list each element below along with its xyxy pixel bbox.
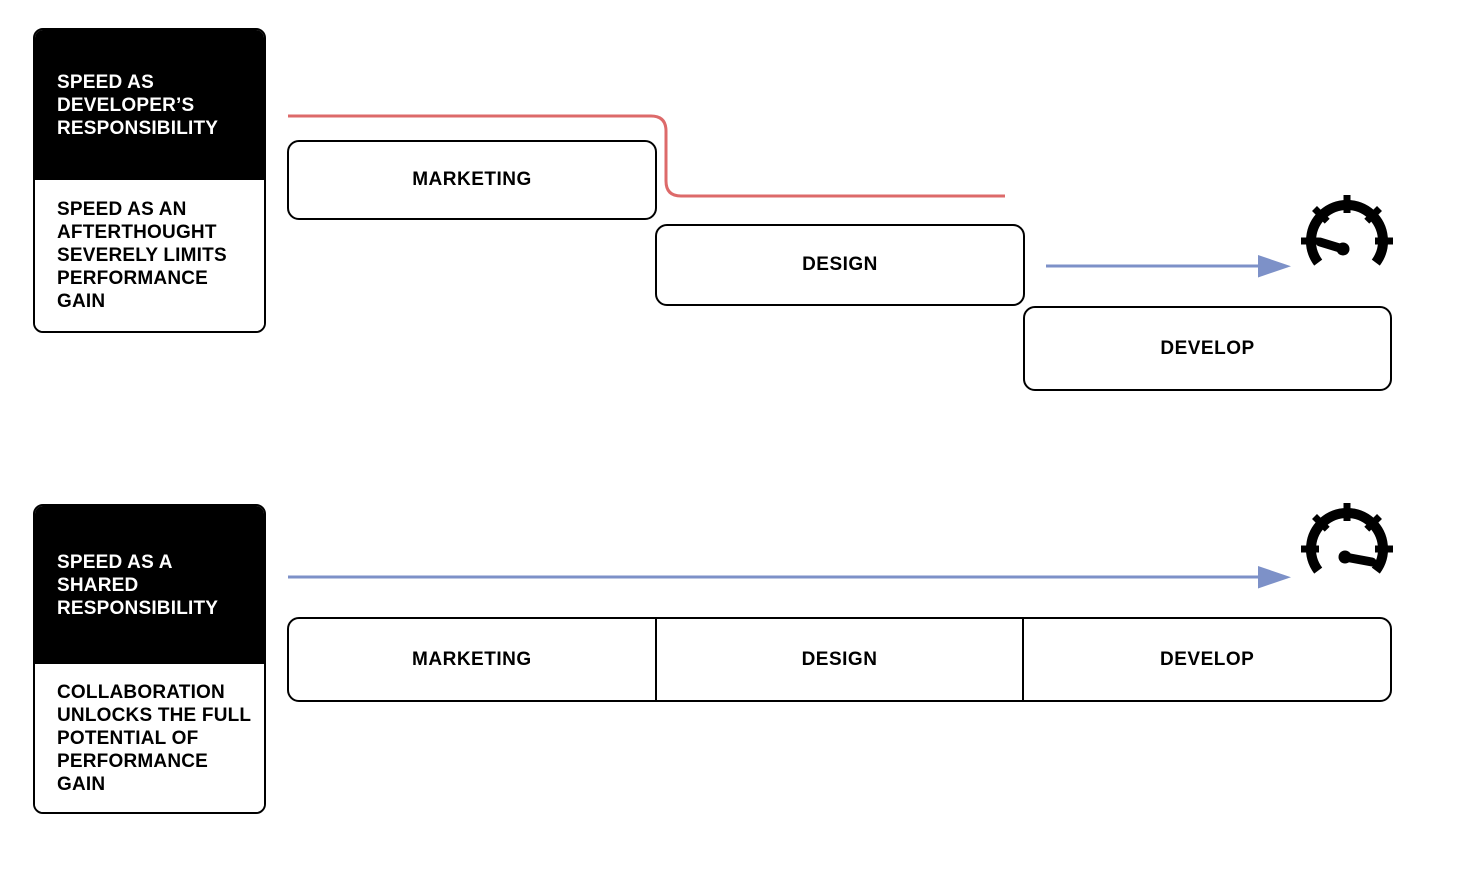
waterfall-card-title: SPEED AS DEVELOPER’S RESPONSIBILITY [35,30,264,180]
shared-stage-design: DESIGN [654,619,1023,700]
waterfall-stage-design: DESIGN [655,224,1025,306]
long-arrow [288,566,1291,589]
shared-card-title: SPEED AS A SHARED RESPONSIBILITY [35,506,264,664]
waterfall-card-body: SPEED AS AN AFTERTHOUGHT SEVERELY LIMITS… [35,180,264,331]
shared-stage-row: MARKETING DESIGN DEVELOP [287,617,1392,702]
waterfall-stage-marketing: MARKETING [287,140,657,220]
shared-approach-card: SPEED AS A SHARED RESPONSIBILITY COLLABO… [33,504,266,814]
shared-card-body: COLLABORATION UNLOCKS THE FULL POTENTIAL… [35,664,264,812]
speedometer-low-icon [1301,195,1393,266]
shared-stage-marketing: MARKETING [412,648,532,670]
short-arrow [1046,255,1291,278]
shared-stage-develop: DEVELOP [1022,619,1390,700]
waterfall-stage-develop: DEVELOP [1023,306,1392,391]
speedometer-high-icon [1301,503,1393,574]
waterfall-approach-card: SPEED AS DEVELOPER’S RESPONSIBILITY SPEE… [33,28,266,333]
